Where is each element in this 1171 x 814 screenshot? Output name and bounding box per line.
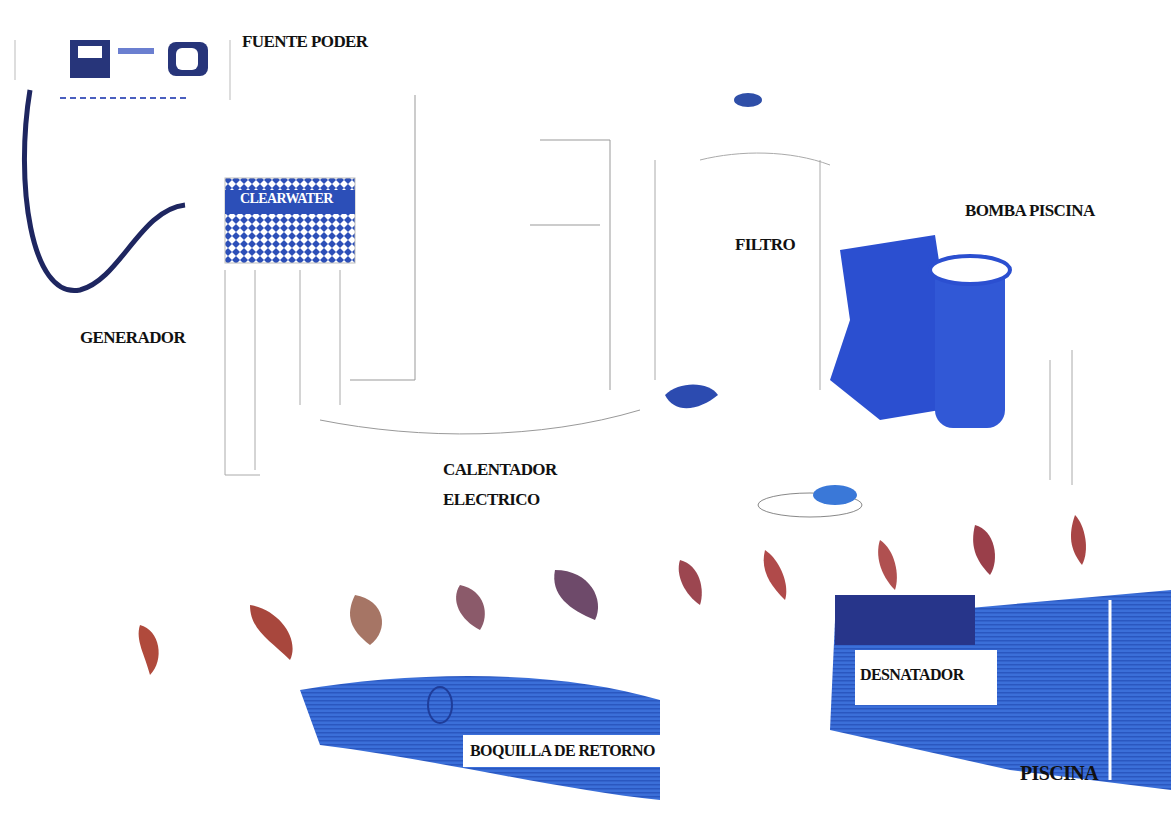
illustration-shape <box>554 570 598 620</box>
part-label: CLEARWATER <box>240 184 355 214</box>
filter <box>655 93 862 517</box>
illustration-shape <box>60 97 190 99</box>
illustration-shape <box>679 560 702 605</box>
illustration-shape <box>1071 515 1086 565</box>
illustration-shape <box>930 256 1010 284</box>
illustration-shape <box>225 475 260 476</box>
illustration-shape <box>300 270 301 405</box>
illustration-shape <box>1109 600 1112 780</box>
illustration-shape <box>1072 350 1073 485</box>
illustration-shape <box>255 270 256 470</box>
power-cable <box>24 90 185 291</box>
illustration-shape <box>813 485 857 505</box>
illustration-shape <box>15 40 16 80</box>
illustration-shape <box>820 160 821 390</box>
part-label: FUENTE PODER <box>242 27 422 57</box>
part-label: PISCINA <box>1020 758 1160 788</box>
illustration-shape <box>78 46 102 58</box>
illustration-shape <box>250 605 293 660</box>
part-label: GENERADOR <box>80 323 240 353</box>
illustration-shape <box>428 687 452 723</box>
illustration-shape <box>835 595 975 645</box>
illustration-shape <box>830 235 945 420</box>
illustration-shape <box>118 48 154 54</box>
illustration-shape <box>168 42 208 76</box>
illustration-shape <box>225 178 355 263</box>
part-label: CALENTADOR ELECTRICO <box>443 455 583 515</box>
illustration-shape <box>320 410 640 434</box>
part-label: DESNATADOR <box>860 660 1000 690</box>
pool-pump <box>830 235 1072 485</box>
electric-heater <box>320 95 640 434</box>
illustration-shape <box>530 225 600 226</box>
illustration-shape <box>225 270 226 475</box>
illustration-shape <box>700 153 830 165</box>
illustration-shape <box>176 48 198 70</box>
illustration-shape <box>764 550 787 600</box>
illustration-shape <box>540 140 610 390</box>
illustration-shape <box>665 384 718 408</box>
illustration-shape <box>350 95 415 380</box>
part-label: BOMBA PISCINA <box>965 196 1145 226</box>
pool-water <box>300 590 1171 800</box>
illustration-shape <box>139 625 159 675</box>
illustration-shape <box>230 40 231 100</box>
illustration-shape <box>830 590 1171 790</box>
illustration-shape <box>878 540 897 590</box>
illustration-shape <box>350 595 382 645</box>
illustration-shape <box>973 525 995 575</box>
illustration-shape <box>340 270 341 405</box>
generator <box>225 178 355 475</box>
part-label: FILTRO <box>735 230 855 260</box>
part-label: BOQUILLA DE RETORNO <box>470 736 700 766</box>
illustration-shape <box>70 40 110 78</box>
illustration-shape <box>1050 360 1051 480</box>
illustration-shape <box>655 160 656 380</box>
power-supply <box>15 40 230 100</box>
illustration-shape <box>456 585 485 630</box>
illustration-shape <box>734 93 762 107</box>
